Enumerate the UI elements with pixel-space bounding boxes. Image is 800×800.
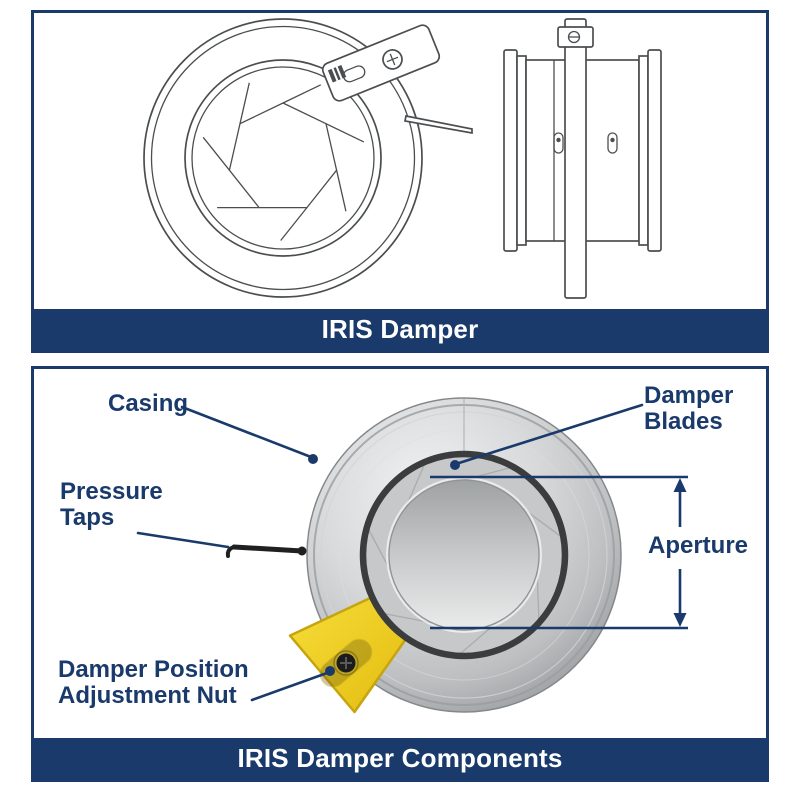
- aperture-interior: [388, 479, 540, 631]
- iris-damper-drawings: [34, 13, 766, 309]
- arrowhead-down: [673, 613, 687, 627]
- iris-damper-panel: IRIS Damper: [31, 10, 769, 353]
- label-pressure-taps: Pressure Taps: [60, 478, 163, 531]
- side-port-hole: [556, 137, 561, 143]
- arrowhead-up: [673, 478, 687, 492]
- front-rolled-edge: [150, 25, 416, 291]
- components-render: [136, 397, 688, 714]
- plate-marking: [327, 68, 337, 83]
- plate-screw: [382, 49, 403, 70]
- label-damper-blades: Damper Blades: [644, 382, 734, 435]
- plate-slot: [342, 65, 366, 83]
- front-outer-rim: [143, 18, 423, 298]
- iris-damper-caption: IRIS Damper: [34, 309, 766, 350]
- side-adjustment-plate: [564, 18, 587, 299]
- front-blade-carrier-ring: [191, 66, 375, 250]
- side-pressure-tap-port: [553, 132, 564, 154]
- label-aperture: Aperture: [647, 532, 749, 559]
- iris-damper-line-drawing: [143, 18, 662, 299]
- side-left-ring: [516, 55, 527, 246]
- iris-damper-front-view: [143, 18, 473, 298]
- adjustment-nut-pointer-dot: [325, 666, 335, 676]
- components-caption: IRIS Damper Components: [34, 738, 766, 779]
- side-left-flange: [503, 49, 518, 252]
- iris-damper-side-view: [503, 18, 662, 299]
- blade-retaining-ring: [359, 450, 569, 660]
- nut-washer: [333, 650, 359, 676]
- casing-pointer-dot: [308, 454, 318, 464]
- front-inner-ring: [184, 59, 382, 257]
- side-port-hole: [610, 137, 615, 143]
- side-bracket-bolt: [567, 30, 581, 44]
- side-right-ring: [638, 55, 649, 246]
- side-right-flange: [647, 49, 662, 252]
- leader-line-pressure-taps: [136, 531, 230, 549]
- aperture-opening: [386, 477, 542, 633]
- front-adjustment-plate: [321, 24, 441, 102]
- plate-marking: [333, 67, 341, 81]
- plate-marking: [337, 64, 347, 79]
- components-panel: Casing Damper Blades Pressure Taps Apert…: [31, 366, 769, 782]
- pressure-tap-fitting: [297, 546, 307, 556]
- side-pressure-tap-port: [607, 132, 618, 154]
- leader-line-adjustment-nut: [250, 671, 329, 702]
- blades-pointer-dot: [450, 460, 460, 470]
- leader-line-casing: [180, 405, 313, 459]
- pressure-tap-tube: [225, 544, 307, 558]
- leader-line-damper-blades: [457, 403, 644, 465]
- nut-cross: [340, 657, 352, 669]
- annotations: [136, 403, 688, 702]
- label-casing: Casing: [108, 390, 189, 417]
- front-position-pointer: [403, 115, 473, 135]
- front-iris-blades: [202, 82, 365, 241]
- aperture-dimension-arrow: [430, 475, 688, 630]
- components-illustration: Casing Damper Blades Pressure Taps Apert…: [34, 369, 766, 738]
- label-adjustment-nut: Damper Position Adjustment Nut: [58, 656, 249, 709]
